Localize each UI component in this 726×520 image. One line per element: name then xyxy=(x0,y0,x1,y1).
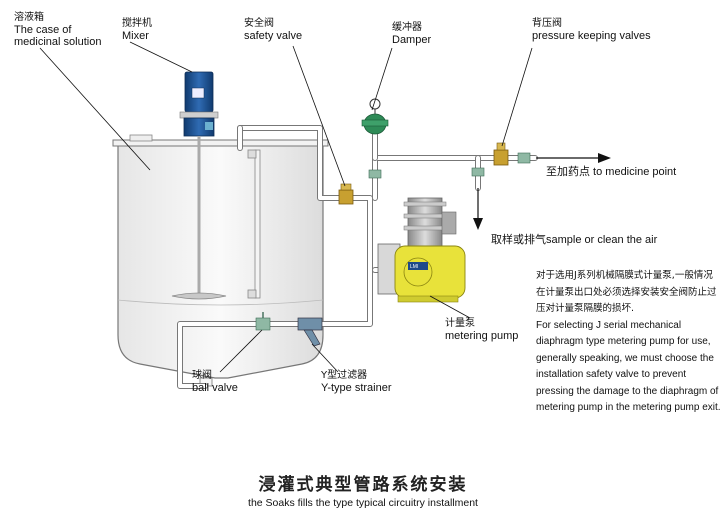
damper-label: 缓冲器 Damper xyxy=(392,22,431,46)
arrow-icon xyxy=(473,188,483,230)
pump-label-en: metering pump xyxy=(445,330,519,342)
damper-label-en: Damper xyxy=(392,34,432,46)
damper-icon xyxy=(361,98,389,135)
installation-note: 对于选用J系列机械隔膜式计量泵,一般情况在计量泵出口处必须选择安装安全阀防止过压… xyxy=(536,268,722,417)
valve-icon xyxy=(338,183,354,205)
mixer-label-cn: 搅拌机 xyxy=(122,18,152,29)
valve-icon xyxy=(368,169,382,179)
pressure-valve-label-en: pressure keeping valves xyxy=(532,30,651,42)
tank-label: 溶液箱 The case of medicinal solution xyxy=(14,12,101,48)
diagram-title-en: the Soaks fills the type typical circuit… xyxy=(248,497,478,509)
mixer-label-en: Mixer xyxy=(122,30,149,42)
ball-valve-label-cn: 球阀 xyxy=(192,370,212,381)
pump-label-cn: 计量泵 xyxy=(445,318,475,329)
leader-lines xyxy=(39,41,533,373)
pump-badge-text: LMI xyxy=(410,264,418,270)
strainer-label-en: Y-type strainer xyxy=(321,382,392,394)
safety-valve-label: 安全阀 safety valve xyxy=(244,18,302,42)
tank-icon xyxy=(112,134,329,387)
diagram-title-cn: 浸灌式典型管路系统安装 xyxy=(258,475,468,495)
tank-label-en-2: medicinal solution xyxy=(14,36,102,48)
damper-label-cn: 缓冲器 xyxy=(392,22,422,33)
sample-label: 取样或排气sample or clean the air xyxy=(491,234,658,246)
medicine-point-label: 至加药点 to medicine point xyxy=(546,166,677,178)
pressure-valve-label-cn: 背压阀 xyxy=(532,18,562,29)
y-strainer-icon xyxy=(297,317,323,347)
tank-label-en-1: The case of xyxy=(14,24,72,36)
valve-icon xyxy=(517,152,531,164)
arrow-icon xyxy=(536,153,611,163)
diagram-title: 浸灌式典型管路系统安装 the Soaks fills the type typ… xyxy=(0,470,726,509)
installation-note-cn: 对于选用J系列机械隔膜式计量泵,一般情况在计量泵出口处必须选择安装安全阀防止过压… xyxy=(536,270,717,314)
ball-valve-label: 球阀 ball valve xyxy=(192,370,238,394)
valve-icon xyxy=(493,142,509,166)
valve-icon xyxy=(255,312,271,331)
strainer-label-cn: Y型过滤器 xyxy=(321,370,368,381)
valve-icon xyxy=(471,167,485,177)
safety-valve-label-cn: 安全阀 xyxy=(244,18,274,29)
pump-label: 计量泵 metering pump xyxy=(445,318,518,342)
mixer-motor-icon xyxy=(171,71,227,300)
safety-valve-label-en: safety valve xyxy=(244,30,303,42)
pressure-valve-label: 背压阀 pressure keeping valves xyxy=(532,18,651,42)
installation-note-en: For selecting J serial mechanical diaphr… xyxy=(536,319,721,414)
strainer-label: Y型过滤器 Y-type strainer xyxy=(321,370,392,394)
metering-pump-icon: LMI xyxy=(377,197,466,303)
mixer-label: 搅拌机 Mixer xyxy=(122,18,152,42)
ball-valve-label-en: ball valve xyxy=(192,382,238,394)
tank-label-cn: 溶液箱 xyxy=(14,12,44,23)
